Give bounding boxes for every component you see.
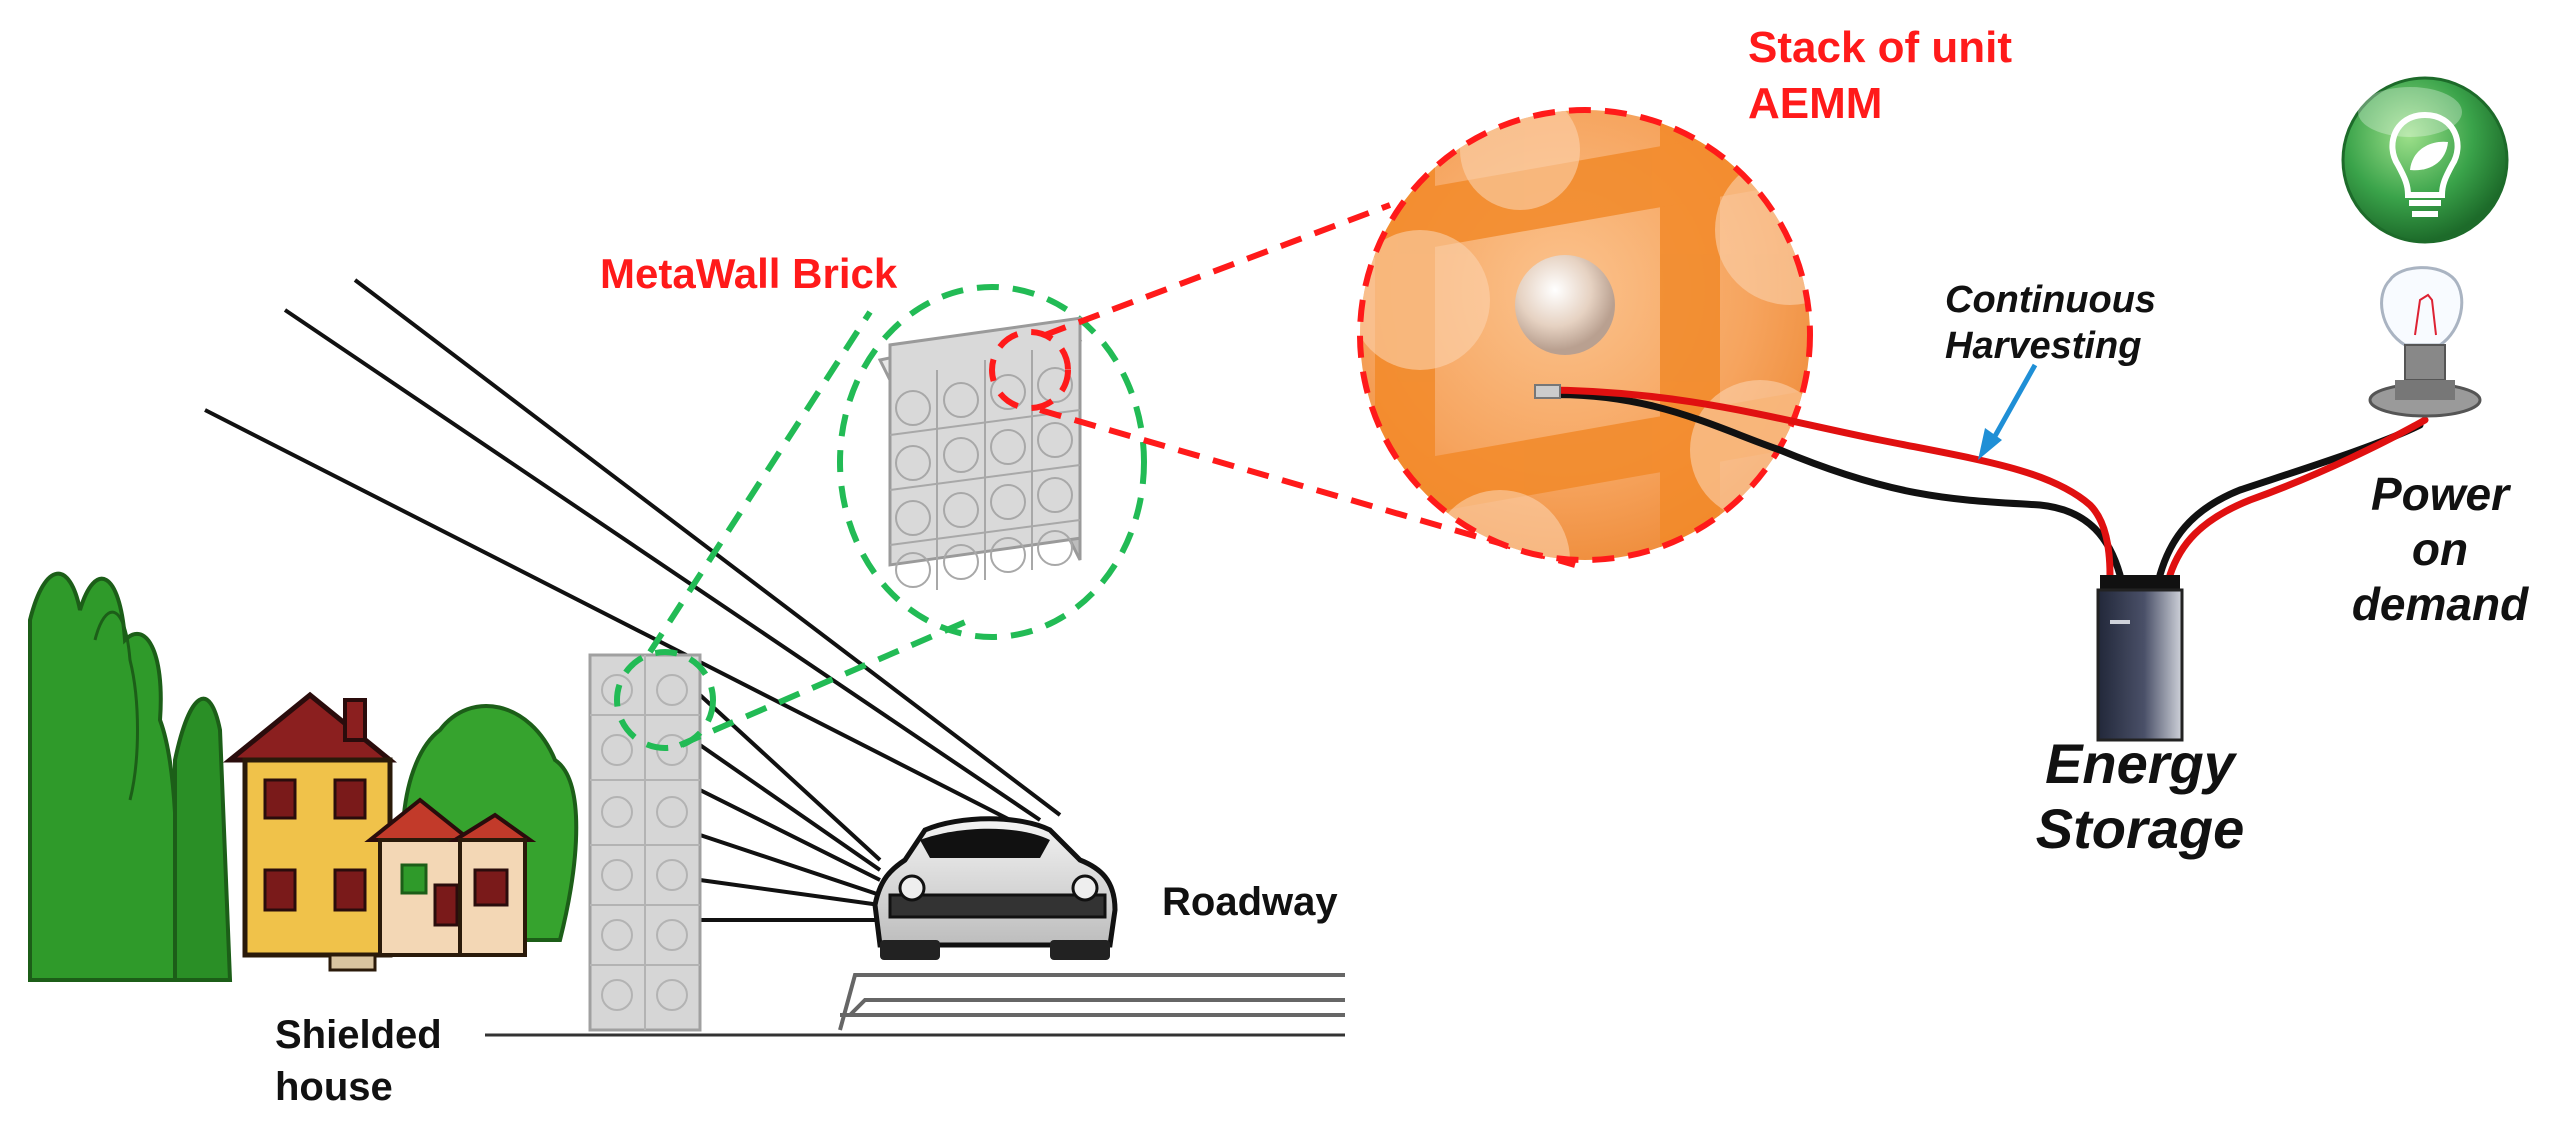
- continuous-harvesting-label-line1: Continuous: [1945, 279, 2156, 321]
- tree-icon: [28, 571, 233, 982]
- shielded-house-label-line1: Shielded: [275, 1013, 442, 1057]
- brick-callout: [614, 284, 1147, 751]
- roadway-label: Roadway: [1162, 880, 1338, 924]
- continuous-harvesting-label-line2: Harvesting: [1945, 325, 2141, 367]
- energy-storage-label-line1: Energy: [2045, 732, 2238, 795]
- noise-rays: [204, 278, 1062, 922]
- metawall-brick-icon: [877, 316, 1083, 590]
- metawall-brick-label: MetaWall Brick: [600, 250, 898, 297]
- house-icon: [222, 691, 537, 972]
- aemm-callout: [989, 202, 1576, 568]
- power-on-demand-label-line3: demand: [2352, 578, 2529, 630]
- power-on-demand-label-line2: on: [2412, 523, 2468, 575]
- roadway-icon: [838, 973, 1345, 1031]
- magnified-aemm: [1357, 107, 1813, 563]
- stack-aemm-label-line2: AEMM: [1748, 79, 1882, 128]
- metawall: [588, 653, 702, 1032]
- harvest-wires: [1534, 384, 2429, 579]
- stack-aemm-label-line1: Stack of unit: [1748, 23, 2012, 72]
- car-icon: [872, 816, 1118, 960]
- eco-bulb-icon: [2341, 76, 2509, 244]
- shielded-house-label-line2: house: [275, 1065, 393, 1109]
- energy-storage-label-line2: Storage: [2036, 797, 2245, 860]
- battery-icon: [2096, 575, 2184, 742]
- bulb-icon: [2368, 266, 2482, 418]
- harvest-arrow-icon: [1978, 363, 2038, 460]
- power-on-demand-label-line1: Power: [2371, 468, 2511, 520]
